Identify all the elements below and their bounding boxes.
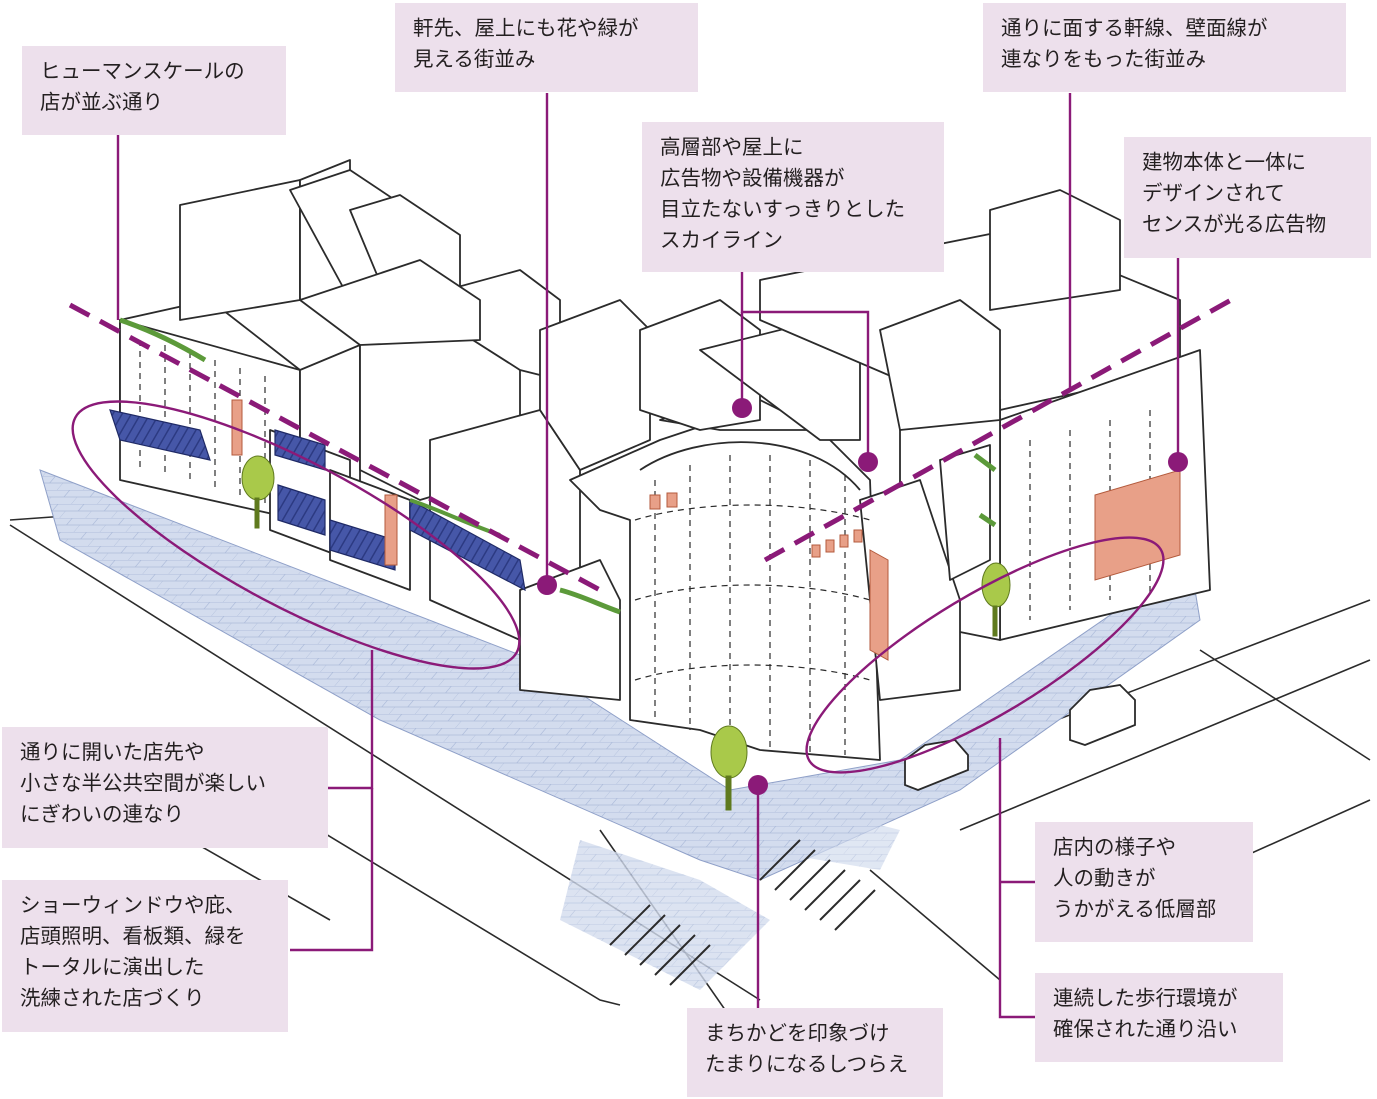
callout-line: にぎわいの連なり [20,802,184,826]
callout-line: 軒先、屋上にも花や緑が [413,16,639,40]
callout-line: 連なりをもった街並み [1001,47,1206,71]
callout-line: スカイライン [660,228,783,252]
vehicles [904,684,1136,791]
callout-line: 建物本体と一体に [1142,150,1306,174]
callout-eaves-greenery: 軒先、屋上にも花や緑が 見える街並み [395,3,698,92]
callout-line: 店が並ぶ通り [40,90,163,114]
facade-dash-lines [68,292,1242,593]
callout-line: 洗練された店づくり [20,986,205,1010]
callout-line: 小さな半公共空間が楽しい [20,771,266,795]
callout-interior-visible: 店内の様子や 人の動きが うかがえる低層部 [1035,822,1253,942]
callout-line: 確保された通り沿い [1053,1017,1238,1041]
callout-line: ヒューマンスケールの [40,59,245,83]
greenery [119,317,1011,811]
signs [231,399,1181,661]
crosswalks [609,839,876,986]
callout-line: たまりになるしつらえ [705,1052,909,1076]
callout-line: うかがえる低層部 [1053,897,1217,921]
facade-details [139,340,1151,755]
callout-facade-line: 通りに面する軒線、壁面線が 連なりをもった街並み [983,3,1346,92]
callout-line: 見える街並み [413,47,536,71]
callout-line: 通りに開いた店先や [20,740,205,764]
callout-open-storefront: 通りに開いた店先や 小さな半公共空間が楽しい にぎわいの連なり [2,727,328,848]
callout-skyline: 高層部や屋上に 広告物や設備機器が 目立たないすっきりとした スカイライン [642,122,944,272]
callout-line: 高層部や屋上に [660,135,804,159]
callout-line: 連続した歩行環境が [1053,986,1238,1010]
callout-line: ショーウィンドウや庇、 [20,893,246,917]
highlight-ellipses [71,400,1165,774]
callout-line: 店頭照明、看板類、緑を [20,924,246,948]
callout-line: デザインされて [1142,181,1285,205]
point-markers [537,398,1188,795]
callout-line: 通りに面する軒線、壁面線が [1001,16,1268,40]
callout-human-scale-street: ヒューマンスケールの 店が並ぶ通り [22,46,286,135]
leader-lines [116,93,1180,1019]
callout-line: 人の動きが [1053,866,1156,890]
callout-line: まちかどを印象づけ [705,1021,890,1045]
callout-continuous-walkway: 連続した歩行環境が 確保された通り沿い [1035,973,1283,1062]
callout-line: トータルに演出した [20,955,205,979]
callout-show-window: ショーウィンドウや庇、 店頭照明、看板類、緑を トータルに演出した 洗練された店… [2,880,288,1032]
awnings [109,409,526,592]
callout-line: センスが光る広告物 [1142,212,1327,236]
callout-line: 店内の様子や [1053,835,1176,859]
callout-integrated-signage: 建物本体と一体に デザインされて センスが光る広告物 [1124,137,1371,258]
callout-line: 目立たないすっきりとした [660,197,906,221]
callout-line: 広告物や設備機器が [660,166,845,190]
callout-street-corner: まちかどを印象づけ たまりになるしつらえ [687,1008,943,1097]
